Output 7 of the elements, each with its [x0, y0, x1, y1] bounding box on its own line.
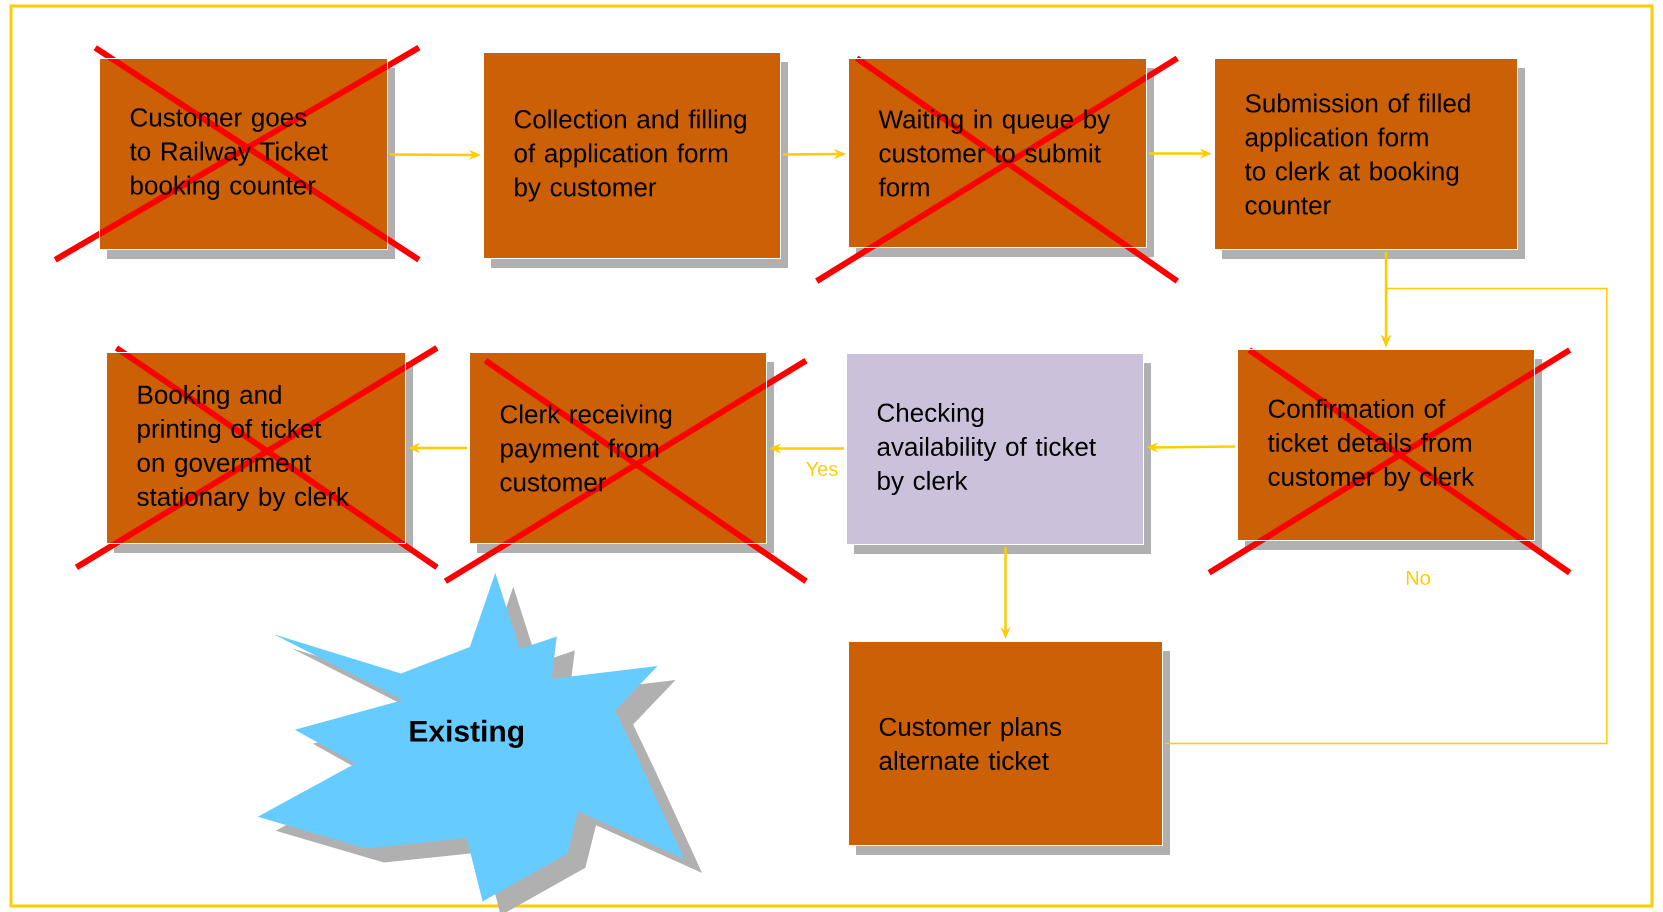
process-box: Checking availability of ticket by clerk [846, 353, 1151, 554]
process-box: Customer plans alternate ticket [848, 641, 1170, 855]
process-box: Submission of filled application form to clerk at booking counter [1214, 58, 1525, 259]
edge-label: Yes [806, 462, 838, 476]
arrow [1164, 287, 1608, 745]
process-box: Collection and filling of application form by customer [483, 52, 788, 268]
starburst: Existing [257, 572, 703, 912]
